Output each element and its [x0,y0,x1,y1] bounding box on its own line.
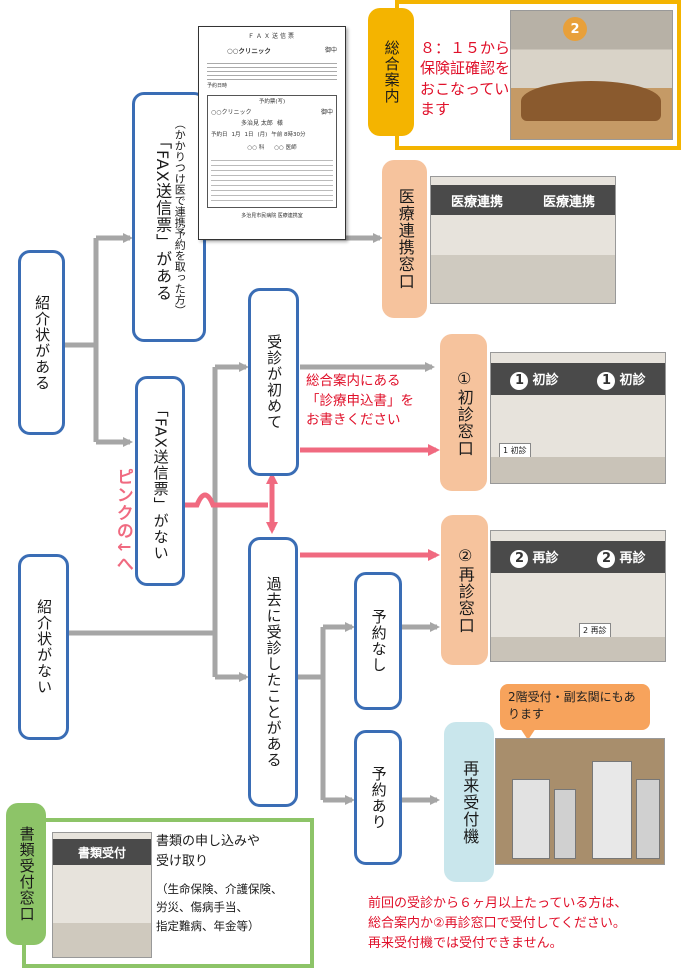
info-label-box: 総合案内 [368,8,414,136]
past-visit-box: 過去に受診したことがある [248,537,298,807]
return-window-label: ②再診窓口 [441,515,488,665]
fax-yes-label: 「FAX送信票」がある [153,132,173,302]
documents-desc: 書類の申し込みや 受け取り [156,834,261,870]
info-floor-sign: 2 [563,17,587,41]
pink-note: ピンクの↓へ [112,468,133,574]
first-window-label: ①初診窓口 [440,334,487,491]
first-num-icon: 1 [510,371,529,390]
first-num-icon-2: 1 [597,371,616,390]
kiosk-3 [592,761,632,859]
appointment-box: 予約あり [354,730,402,865]
documents-window-photo: 書類受付 [52,832,152,958]
first-visit-box: 受診が初めて [248,288,299,476]
referral-yes-label: 紹介状がある [33,294,52,391]
info-note: ８：１５から保険証確認をおこなっています [420,39,511,118]
liaison-window-photo: 医療連携 医療連携 [430,176,616,304]
return-machine-label: 再来受付機 [444,722,494,882]
documents-examples: （生命保険、介護保険、 労災、傷病手当、 指定難病、年金等） [156,882,283,933]
referral-no-box: 紹介状がない [18,554,69,740]
fax-form-sample: ＦＡＸ送信票 ○○クリニック 御中 予約日時 予約票(写) ○○クリニック 御中… [198,26,346,240]
return-small-sign: 2 再診 [579,623,611,638]
first-visit-label: 受診が初めて [265,334,284,430]
callout-tail [520,728,536,740]
callout-bubble: 2階受付・副玄関にもあります [500,684,650,730]
kiosk-1 [512,779,550,859]
no-appointment-box: 予約なし [354,572,402,710]
appointment-label: 予約あり [369,765,388,830]
fax-yes-note: （かかりつけ医で連携予約を取った方） [173,118,187,316]
past-visit-label: 過去に受診したことがある [264,576,283,768]
documents-sign: 書類受付 [77,845,126,860]
documents-window-label: 書類受付窓口 [6,803,46,945]
info-counter-photo: 2 [510,10,673,140]
liaison-sign: 医療連携 [450,194,503,210]
kiosk-2 [554,789,576,859]
no-appointment-label: 予約なし [369,609,388,673]
return-machine-photo [495,738,665,865]
return-num-icon: 2 [510,549,529,568]
referral-no-label: 紹介状がない [35,599,54,695]
first-small-sign: 1 初診 [499,443,531,458]
kiosk-4 [636,779,660,859]
bottom-note: 前回の受診から６ヶ月以上たっている方は、 総合案内か②再診窓口で受付してください… [368,896,628,952]
fax-doc-title: ＦＡＸ送信票 [247,33,296,40]
fax-yes-box: 「FAX送信票」がある （かかりつけ医で連携予約を取った方） [132,92,206,342]
fax-no-box: 「FAX送信票」がない [135,376,185,586]
first-visit-note: 総合案内にある 「診療申込書」を お書きください [306,373,414,429]
return-num-icon-2: 2 [597,549,616,568]
referral-yes-box: 紹介状がある [18,250,65,435]
fax-no-label: 「FAX送信票」がない [151,401,170,561]
liaison-sign-2: 医療連携 [542,194,595,210]
liaison-window-label: 医療連携窓口 [382,160,427,318]
info-desk [521,81,661,121]
connector-pink-fax-no [183,492,268,508]
